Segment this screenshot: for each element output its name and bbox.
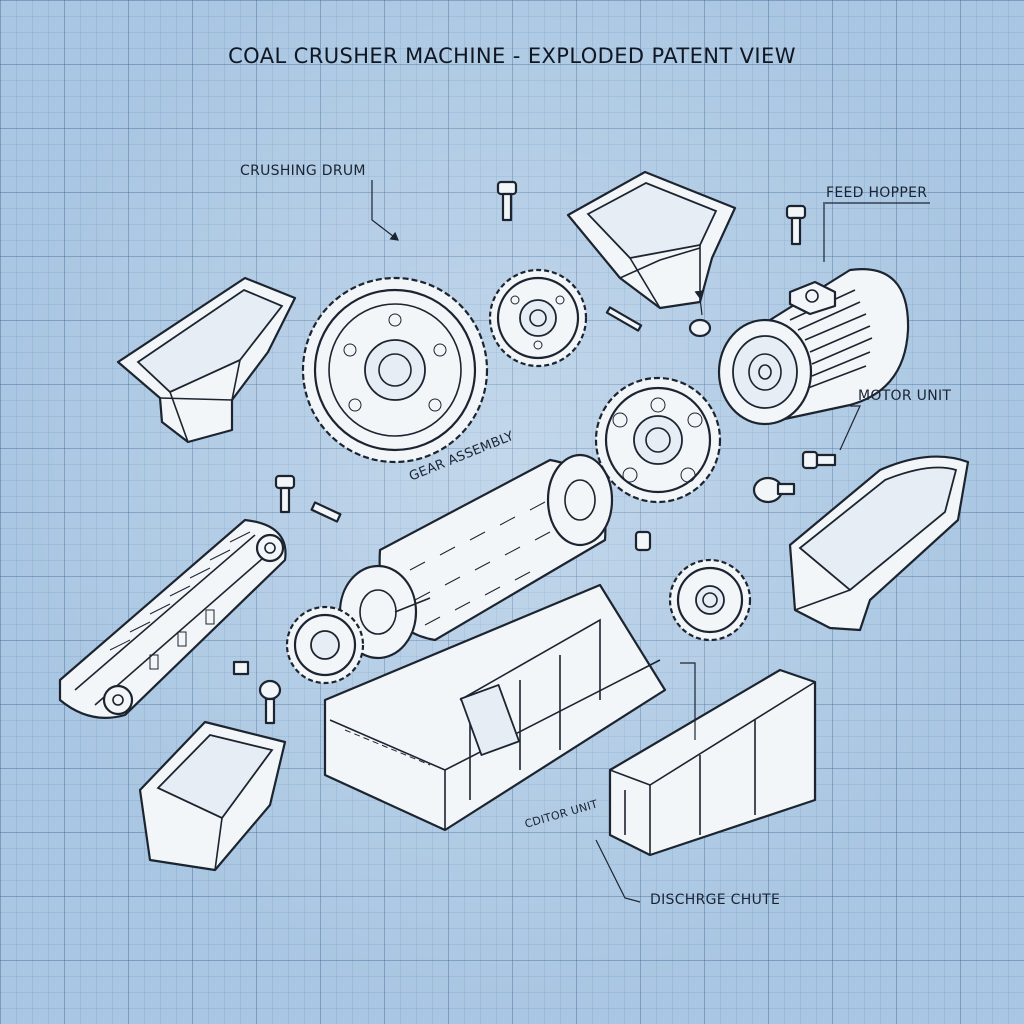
collection-bin <box>138 720 287 872</box>
small-gear-right <box>668 558 752 642</box>
small-gear-top <box>488 268 588 368</box>
discharge-chute <box>608 668 817 857</box>
bolt <box>310 501 342 523</box>
curved-bin-right <box>788 455 970 632</box>
crushing-drum <box>378 453 614 642</box>
label-crushing-drum: CRUSHING DRUM <box>240 163 366 179</box>
large-gear <box>301 276 489 464</box>
bolt <box>785 204 807 246</box>
pulley-discs <box>285 564 431 685</box>
base-frame <box>323 583 667 832</box>
bolt <box>274 474 296 514</box>
bolt <box>801 450 837 470</box>
conveyor-belt <box>58 518 287 719</box>
side-hopper <box>116 276 297 444</box>
medium-gear-right <box>594 376 722 504</box>
label-motor-unit: MOTOR UNIT <box>858 388 952 404</box>
label-discharge-chute: DISCHRGE CHUTE <box>650 892 781 908</box>
cap <box>752 476 796 504</box>
feed-hopper <box>566 170 737 310</box>
motor-unit <box>717 268 910 426</box>
label-feed-hopper: FEED HOPPER <box>826 185 928 201</box>
diagram-title: COAL CRUSHER MACHINE - EXPLODED PATENT V… <box>228 44 796 68</box>
leader-lines <box>371 180 930 903</box>
fasteners <box>232 180 837 725</box>
nut <box>232 660 250 676</box>
bolt <box>634 530 652 552</box>
nut <box>688 318 712 338</box>
bolt <box>496 180 518 222</box>
bolt <box>258 679 282 725</box>
bolt <box>605 306 643 332</box>
